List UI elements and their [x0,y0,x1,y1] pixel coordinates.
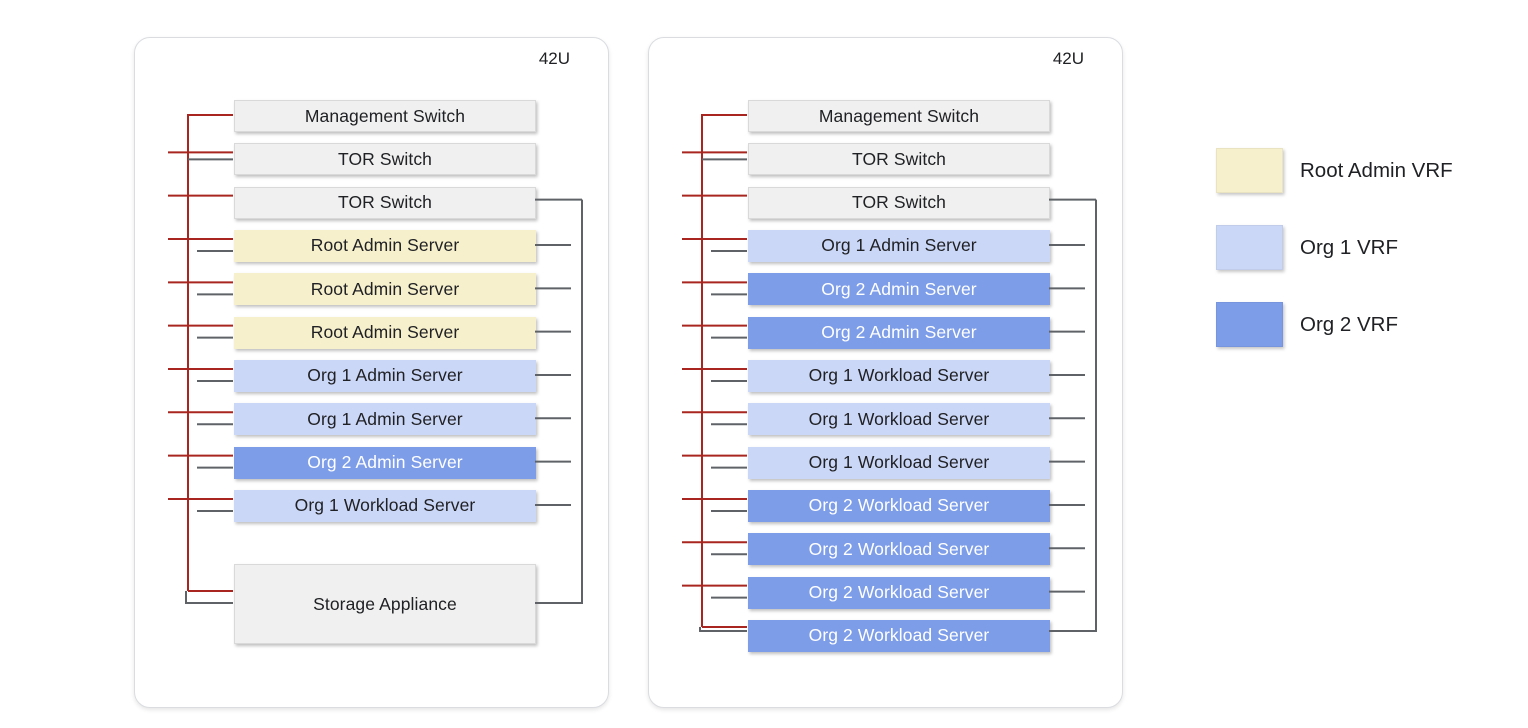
rack-2-unit-org-1-workload-server: Org 1 Workload Server [748,359,1050,392]
rack-2-capacity-label: 42U [1052,49,1084,68]
rack-unit-label: TOR Switch [851,148,947,169]
rack-unit-label: TOR Switch [337,192,433,213]
rack-unit-label: TOR Switch [851,192,947,213]
rack-unit-label: Root Admin Server [310,322,460,343]
rack-unit-label: Org 1 Admin Server [307,408,463,429]
root-admin-vrf-swatch [1216,148,1283,193]
legend-item-root-admin-vrf: Root Admin VRF [1216,148,1453,193]
rack-unit-label: Org 1 Workload Server [808,408,990,429]
rack-unit-label: Org 2 Admin Server [821,278,977,299]
rack-2-unit-org-1-workload-server: Org 1 Workload Server [748,446,1050,479]
rack-unit-label: Org 2 Admin Server [307,452,463,473]
rack-unit-label: Storage Appliance [313,593,457,614]
rack-2-unit-management-switch: Management Switch [748,100,1050,132]
legend-label: Org 1 VRF [1300,235,1398,259]
rack-unit-label: Management Switch [304,105,466,126]
rack-1-unit-management-switch: Management Switch [234,100,536,132]
rack-1-unit-org-1-workload-server: Org 1 Workload Server [234,489,536,522]
rack-2-unit-org-2-admin-server: Org 2 Admin Server [748,316,1050,349]
rack-unit-label: Org 1 Workload Server [808,365,990,386]
rack-1-unit-org-2-admin-server: Org 2 Admin Server [234,446,536,479]
rack-2-unit-tor-switch: TOR Switch [748,186,1050,219]
rack-1-unit-org-1-admin-server: Org 1 Admin Server [234,403,536,436]
rack-unit-label: Org 2 Admin Server [821,322,977,343]
rack-2-unit-org-2-admin-server: Org 2 Admin Server [748,273,1050,306]
rack-1-unit-root-admin-server: Root Admin Server [234,229,536,262]
rack-unit-label: Org 2 Workload Server [808,495,990,516]
legend-label: Org 2 VRF [1300,312,1398,336]
rack-unit-label: Org 2 Workload Server [808,625,990,646]
org-1-vrf-swatch [1216,225,1283,270]
legend: Root Admin VRF Org 1 VRF Org 2 VRF [1216,148,1453,379]
rack-2-unit-org-2-workload-server: Org 2 Workload Server [748,489,1050,522]
rack-1-unit-root-admin-server: Root Admin Server [234,273,536,306]
rack-unit-label: Org 1 Workload Server [294,495,476,516]
rack-2-unit-org-2-workload-server: Org 2 Workload Server [748,533,1050,566]
legend-item-org-1-vrf: Org 1 VRF [1216,225,1453,270]
rack-1-unit-tor-switch: TOR Switch [234,186,536,219]
rack-unit-label: TOR Switch [337,148,433,169]
rack-unit-label: Root Admin Server [310,235,460,256]
rack-unit-label: Org 1 Admin Server [307,365,463,386]
rack-2-unit-org-1-workload-server: Org 1 Workload Server [748,403,1050,436]
rack-2-unit-org-2-workload-server: Org 2 Workload Server [748,619,1050,652]
rack-unit-label: Org 1 Workload Server [808,452,990,473]
rack-unit-label: Org 1 Admin Server [821,235,977,256]
legend-item-org-2-vrf: Org 2 VRF [1216,302,1453,347]
rack-2-unit-org-2-workload-server: Org 2 Workload Server [748,576,1050,609]
rack-1-unit-tor-switch: TOR Switch [234,143,536,176]
rack-unit-label: Management Switch [818,105,980,126]
rack-unit-label: Org 2 Workload Server [808,582,990,603]
rack-2-unit-org-1-admin-server: Org 1 Admin Server [748,229,1050,262]
rack-2-unit-tor-switch: TOR Switch [748,143,1050,176]
org-2-vrf-swatch [1216,302,1283,347]
legend-label: Root Admin VRF [1300,158,1453,182]
rack-1-capacity-label: 42U [538,49,570,68]
rack-1-unit-root-admin-server: Root Admin Server [234,316,536,349]
rack-1-unit-org-1-admin-server: Org 1 Admin Server [234,359,536,392]
rack-unit-label: Root Admin Server [310,278,460,299]
rack-1-unit-storage-appliance: Storage Appliance [234,564,536,644]
rack-unit-label: Org 2 Workload Server [808,538,990,559]
